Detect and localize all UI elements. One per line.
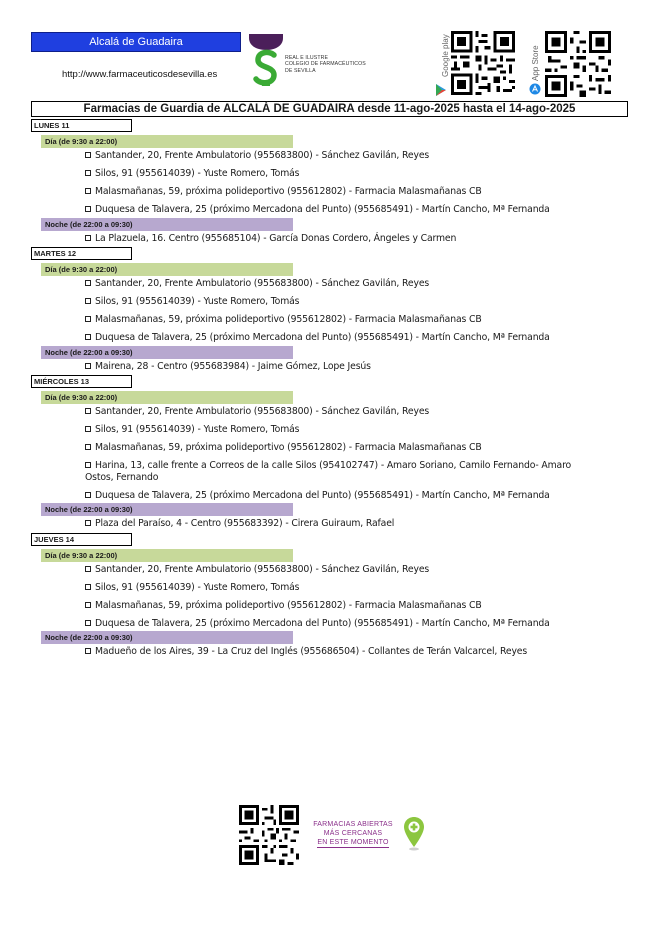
pharmacy-entry[interactable]: Harina, 13, calle frente a Correos de la… bbox=[85, 460, 572, 483]
pharmacy-entry[interactable]: Silos, 91 (955614039) - Yuste Romero, To… bbox=[85, 296, 585, 308]
checkbox-icon bbox=[85, 619, 91, 626]
pharmacy-entry[interactable]: Plaza del Paraíso, 4 - Centro (955683392… bbox=[85, 518, 585, 530]
app-store-icon bbox=[529, 83, 541, 95]
website-link[interactable]: http://www.farmaceuticosdesevilla.es bbox=[62, 69, 218, 80]
checkbox-icon bbox=[85, 565, 91, 572]
college-logo: REAL E ILUSTRE COLEGIO DE FARMACÉUTICOS … bbox=[248, 32, 378, 90]
day-shift-label: Día (de 9:30 a 22:00) bbox=[41, 263, 293, 276]
college-name: REAL E ILUSTRE COLEGIO DE FARMACÉUTICOS … bbox=[285, 55, 366, 74]
college-logo-icon bbox=[249, 34, 283, 86]
checkbox-icon bbox=[85, 426, 91, 432]
checkbox-icon bbox=[85, 462, 91, 468]
night-shift-label: Noche (de 22:00 a 09:30) bbox=[41, 631, 293, 644]
checkbox-icon bbox=[85, 234, 91, 241]
night-shift-label: Noche (de 22:00 a 09:30) bbox=[41, 217, 293, 231]
duty-schedule: LUNES 11 Día (de 9:30 a 22:00) Santander… bbox=[31, 119, 631, 661]
checkbox-icon bbox=[85, 170, 91, 176]
pharmacy-entry[interactable]: Santander, 20, Frente Ambulatorio (95568… bbox=[85, 564, 585, 576]
day-label: MIÉRCOLES 13 bbox=[31, 375, 132, 388]
day-block: MARTES 12 Día (de 9:30 a 22:00) Santande… bbox=[31, 247, 631, 372]
pharmacy-entry[interactable]: Duquesa de Talavera, 25 (próximo Mercado… bbox=[85, 332, 585, 344]
pharmacy-entry[interactable]: Madueño de los Aires, 39 - La Cruz del I… bbox=[85, 646, 585, 658]
checkbox-icon bbox=[85, 188, 91, 194]
nearby-pharmacies-link[interactable]: FARMACIAS ABIERTAS MÁS CERCANAS EN ESTE … bbox=[313, 821, 393, 848]
google-play-label: Google play bbox=[441, 34, 450, 77]
day-shift-label: Día (de 9:30 a 22:00) bbox=[41, 391, 293, 404]
pharmacy-entry[interactable]: Santander, 20, Frente Ambulatorio (95568… bbox=[85, 150, 585, 162]
checkbox-icon bbox=[85, 601, 91, 608]
checkbox-icon bbox=[85, 491, 91, 498]
pharmacy-entry[interactable]: La Plazuela, 16. Centro (955685104) - Ga… bbox=[85, 233, 585, 245]
day-block: MIÉRCOLES 13 Día (de 9:30 a 22:00) Santa… bbox=[31, 375, 631, 530]
checkbox-icon bbox=[85, 583, 91, 590]
pharmacy-entry[interactable]: Santander, 20, Frente Ambulatorio (95568… bbox=[85, 406, 585, 418]
pharmacy-entry[interactable]: Duquesa de Talavera, 25 (próximo Mercado… bbox=[85, 490, 585, 502]
checkbox-icon bbox=[85, 298, 91, 304]
pharmacy-entry[interactable]: Silos, 91 (955614039) - Yuste Romero, To… bbox=[85, 582, 585, 594]
google-play-icon bbox=[436, 84, 446, 96]
day-shift-label: Día (de 9:30 a 22:00) bbox=[41, 548, 293, 562]
checkbox-icon bbox=[85, 648, 91, 654]
city-label: Alcalá de Guadaira bbox=[31, 32, 241, 52]
pharmacy-entry[interactable]: Malasmañanas, 59, próxima polideportivo … bbox=[85, 442, 585, 454]
day-block: JUEVES 14 Día (de 9:30 a 22:00) Santande… bbox=[31, 532, 631, 658]
checkbox-icon bbox=[85, 362, 91, 369]
location-pin-icon bbox=[404, 817, 424, 851]
checkbox-icon bbox=[85, 520, 91, 526]
pharmacy-entry[interactable]: Silos, 91 (955614039) - Yuste Romero, To… bbox=[85, 424, 585, 436]
checkbox-icon bbox=[85, 152, 91, 158]
app-store-label: App Store bbox=[531, 45, 540, 81]
pharmacy-entry[interactable]: Malasmañanas, 59, próxima polideportivo … bbox=[85, 600, 585, 612]
checkbox-icon bbox=[85, 444, 91, 450]
app-store-qr-icon bbox=[545, 31, 611, 97]
day-block: LUNES 11 Día (de 9:30 a 22:00) Santander… bbox=[31, 119, 631, 244]
night-shift-label: Noche (de 22:00 a 09:30) bbox=[41, 345, 293, 359]
pharmacy-entry[interactable]: Malasmañanas, 59, próxima polideportivo … bbox=[85, 186, 585, 198]
page-title: Farmacias de Guardia de ALCALÁ DE GUADAI… bbox=[31, 101, 628, 117]
checkbox-icon bbox=[85, 408, 91, 414]
nearby-pharmacies-qr-icon[interactable] bbox=[239, 805, 299, 865]
pharmacy-entry[interactable]: Mairena, 28 - Centro (955683984) - Jaime… bbox=[85, 361, 585, 373]
day-shift-label: Día (de 9:30 a 22:00) bbox=[41, 135, 293, 148]
pharmacy-entry[interactable]: Silos, 91 (955614039) - Yuste Romero, To… bbox=[85, 168, 585, 180]
checkbox-icon bbox=[85, 334, 91, 340]
pharmacy-entry[interactable]: Duquesa de Talavera, 25 (próximo Mercado… bbox=[85, 204, 585, 216]
day-label: JUEVES 14 bbox=[31, 532, 132, 546]
checkbox-icon bbox=[85, 206, 91, 212]
night-shift-label: Noche (de 22:00 a 09:30) bbox=[41, 503, 293, 516]
day-label: LUNES 11 bbox=[31, 119, 132, 132]
pharmacy-entry[interactable]: Duquesa de Talavera, 25 (próximo Mercado… bbox=[85, 618, 585, 630]
day-label: MARTES 12 bbox=[31, 247, 132, 260]
pharmacy-entry[interactable]: Santander, 20, Frente Ambulatorio (95568… bbox=[85, 278, 585, 290]
checkbox-icon bbox=[85, 316, 91, 322]
checkbox-icon bbox=[85, 280, 91, 286]
pharmacy-entry[interactable]: Malasmañanas, 59, próxima polideportivo … bbox=[85, 314, 585, 326]
google-play-qr-icon bbox=[451, 31, 515, 95]
